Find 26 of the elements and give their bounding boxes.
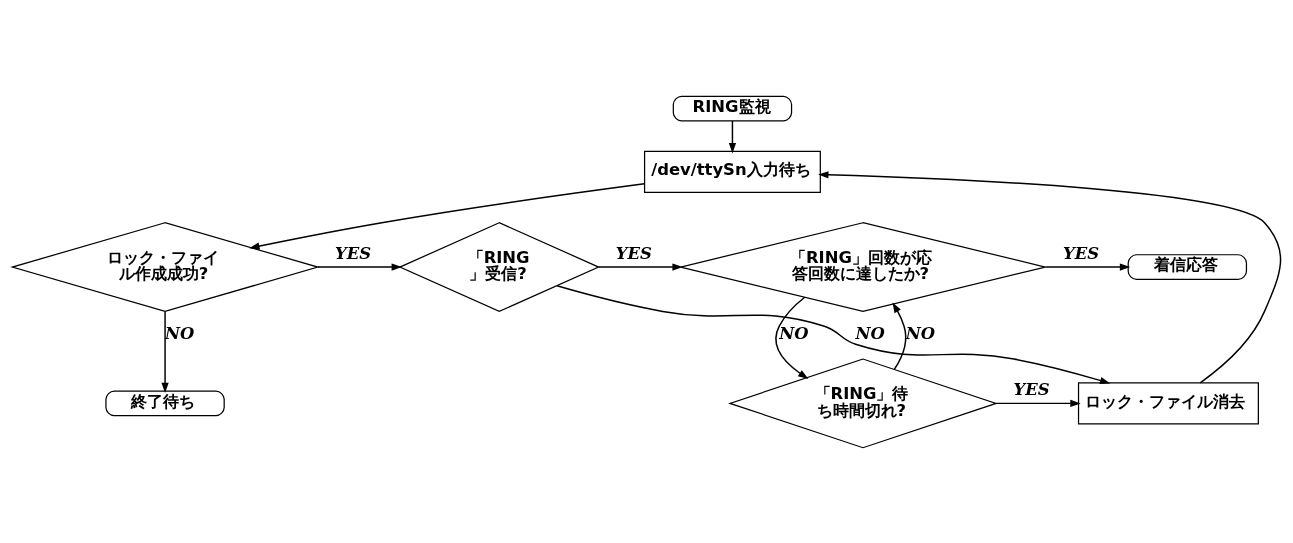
node-box: /dev/ttySn入力待ち (643, 150, 821, 193)
arrow (556, 284, 1111, 384)
arrow (317, 262, 402, 271)
node-box: ロック・ファイル消去 (1077, 381, 1259, 424)
edge-label: YES (335, 243, 372, 263)
arrow (818, 170, 1282, 383)
edge-label: YES (615, 243, 652, 263)
node-diamond: 「RING」受信? (398, 221, 601, 312)
node-box: 終了待ち (105, 389, 225, 416)
arrow (775, 296, 809, 379)
edge-label: YES (1062, 243, 1100, 263)
edge-label: NO (855, 323, 885, 343)
node-diamond: 「RING」待ち時間切れ? (728, 357, 998, 448)
node-diamond: ロック・ファイル作成成功? (10, 221, 320, 312)
arrow (892, 301, 907, 370)
arrow (249, 182, 646, 250)
arrow (728, 119, 737, 153)
arrow (161, 310, 169, 393)
edge-label: NO (779, 323, 809, 343)
edge-label: YES (1013, 379, 1050, 399)
edge-label: NO (905, 323, 935, 343)
arrow (597, 262, 683, 271)
arrow (1044, 262, 1131, 271)
node-box: 着信応答 (1127, 253, 1248, 280)
node-box: RING監視 (672, 95, 793, 122)
arrow (995, 399, 1081, 407)
